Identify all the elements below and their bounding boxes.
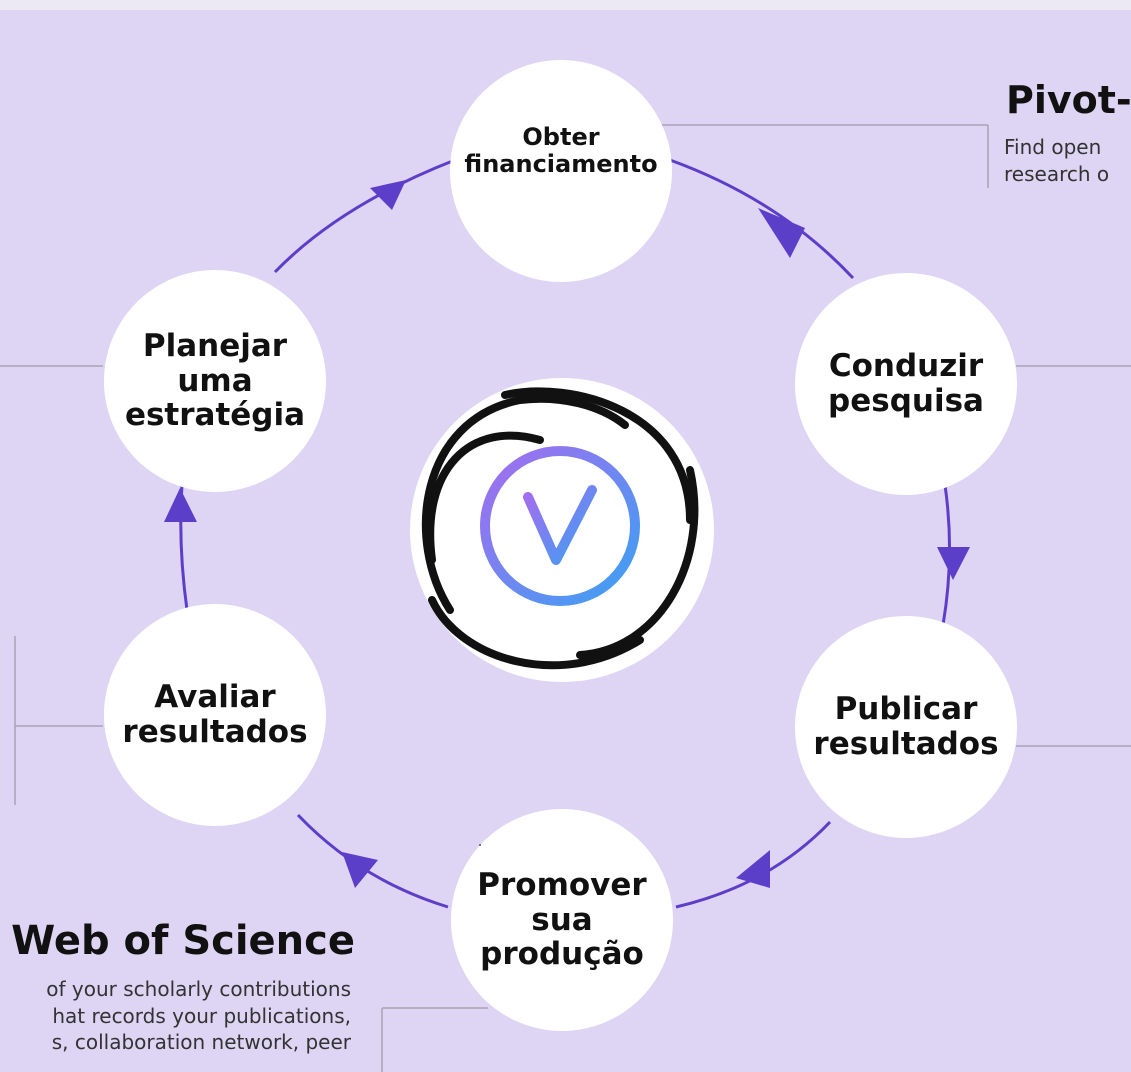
- pivot-tooltip-title: Pivot-: [1006, 78, 1131, 122]
- arrowhead-3: [736, 850, 770, 888]
- logo-petal-5: [426, 431, 544, 564]
- arrowhead-5: [164, 488, 197, 522]
- arrowhead-1: [758, 208, 805, 258]
- pivot-desc-line1: Find open: [1004, 135, 1102, 159]
- logo-petal-4: [428, 596, 644, 670]
- step-promote-line3: produção: [480, 936, 644, 973]
- arc-fund-to-conduct: [669, 158, 855, 280]
- step-promote-line2: sua: [531, 901, 593, 938]
- step-plan[interactable]: Planejar uma estratégia: [104, 270, 326, 492]
- logo-swirl: [421, 387, 699, 670]
- arc-plan-to-fund: [273, 158, 456, 274]
- step-conduct-line1: Conduzir: [828, 348, 984, 385]
- top-band: [0, 0, 1131, 10]
- logo-ring: [480, 446, 640, 606]
- step-assess[interactable]: Avaliar resultados: [104, 604, 326, 826]
- step-promote[interactable]: Promover sua produção: [451, 809, 673, 1031]
- step-conduct[interactable]: Conduzir pesquisa: [795, 273, 1017, 495]
- arrowhead-6: [370, 180, 406, 210]
- step-publish-line2: resultados: [813, 726, 999, 762]
- logo-background: [410, 378, 714, 682]
- step-plan-line2: uma: [177, 362, 253, 399]
- wos-desc-line3: s, collaboration network, peer: [51, 1030, 351, 1055]
- wos-desc-line2: hat records your publications,: [52, 1003, 351, 1028]
- step-assess-line1: Avaliar: [154, 679, 276, 716]
- logo-petal-2: [501, 387, 694, 524]
- pivot-desc-line2: research o: [1004, 161, 1110, 186]
- wos-tooltip-desc: of your scholarly contributions hat reco…: [46, 976, 351, 1056]
- marker-dot: [479, 844, 481, 846]
- arrowhead-2: [937, 547, 970, 580]
- pivot-tooltip-desc: Find open research o: [1004, 134, 1109, 187]
- step-plan-line1: Planejar: [142, 327, 288, 364]
- step-plan-line3: estratégia: [124, 397, 306, 434]
- logo-petal-3: [576, 466, 699, 659]
- wos-tooltip-title: Web of Science: [11, 918, 355, 964]
- step-conduct-line2: pesquisa: [828, 383, 984, 419]
- checkmark-logo-icon: [523, 485, 597, 565]
- arrowhead-4: [342, 852, 378, 888]
- step-publish-line1: Publicar: [834, 691, 978, 728]
- arrowheads: [164, 180, 970, 888]
- step-promote-line1: Promover: [477, 866, 647, 903]
- step-publish[interactable]: Publicar resultados: [795, 616, 1017, 838]
- wos-desc-line1: of your scholarly contributions: [46, 977, 351, 1001]
- step-fund[interactable]: Obter financiamento: [450, 60, 672, 282]
- step-assess-line2: resultados: [122, 714, 308, 750]
- step-fund-line2: financiamento: [464, 150, 658, 178]
- step-fund-line1: Obter: [522, 123, 600, 152]
- connector-lines: [0, 124, 1131, 1072]
